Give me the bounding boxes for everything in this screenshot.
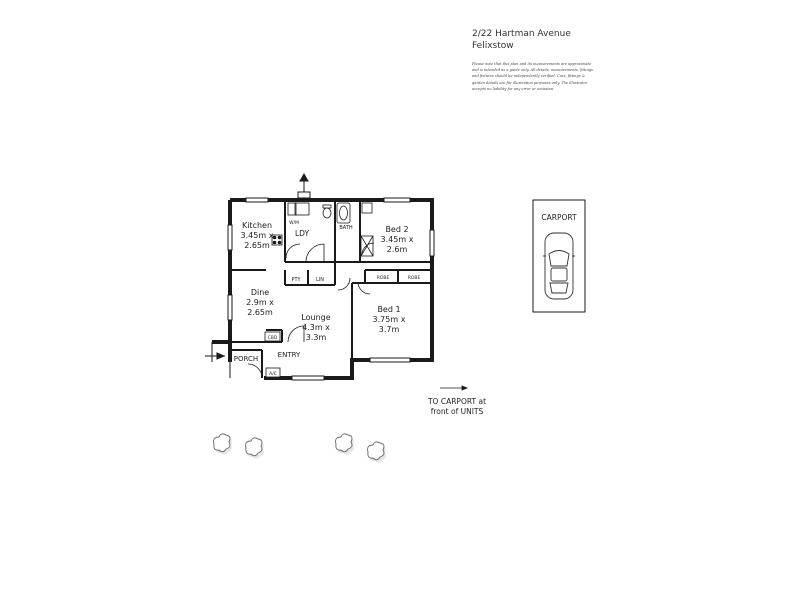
vanity [361,202,373,214]
bed1-size-2: 3.7m [379,325,400,334]
porch-details [205,342,263,379]
carport-note-line2: front of UNITS [430,407,484,416]
address-block: 2/22 Hartman Avenue Felixstow [472,28,571,52]
dine-size-1: 2.9m x [246,298,274,307]
cbd-label: CBD [268,335,278,341]
cupboard-cbd [264,331,281,342]
kitchen-size-1: 3.45m x [241,231,274,240]
bed2-size-2: 2.6m [387,245,408,254]
vent-arrow-icon [297,172,311,199]
bed1-label: Bed 1 [377,305,400,314]
lounge-label: Lounge [301,313,330,322]
carport-note-line1: TO CARPORT at [427,397,487,406]
shower [360,235,374,257]
porch-label: PORCH [234,355,258,363]
trough [294,202,310,216]
pantry-label: PTY [291,277,301,283]
aircon-unit [265,367,281,378]
washing-machine [287,202,297,216]
address-street: 2/22 Hartman Avenue [472,29,571,39]
disclaimer-text: Please note that this plan and its measu… [472,62,593,91]
laundry-label: LDY [295,229,310,238]
bed2-label: Bed 2 [385,225,408,234]
bathtub [336,202,351,224]
direction-arrow-icon [440,385,469,391]
bath-label: BATH [339,225,353,231]
wm-label: W/M [289,220,299,226]
kitchen-label: Kitchen [242,221,272,230]
toilet [322,207,332,219]
interior-walls [230,200,432,378]
stove-icon [272,235,282,245]
bathroom-fixtures [287,202,374,257]
bed2-size-1: 3.45m x [381,235,414,244]
robe-label-1: ROBE [377,275,390,281]
robe-label-2: ROBE [408,275,421,281]
ac-label: A/C [269,371,277,377]
bed1-size-1: 3.75m x [373,315,406,324]
carport: CARPORT [532,199,586,313]
address-suburb: Felixstow [472,41,514,51]
carport-note: TO CARPORT at front of UNITS [402,397,512,417]
lounge-size-1: 4.3m x [302,323,330,332]
lounge-size-2: 3.3m [306,333,327,342]
shrub-icon [245,437,264,459]
car-icon [543,232,575,300]
garden-shrubs [213,433,386,463]
dine-label: Dine [251,288,269,297]
shrub-icon [367,441,386,463]
entry-label: ENTRY [278,351,301,359]
linen-label: LIN [316,277,324,283]
dine-size-2: 2.65m [247,308,273,317]
kitchen-size-2: 2.65m [244,241,270,250]
carport-label: CARPORT [541,213,577,222]
windows [227,197,435,381]
shrub-icon [335,433,354,455]
shrub-icon [213,433,232,455]
